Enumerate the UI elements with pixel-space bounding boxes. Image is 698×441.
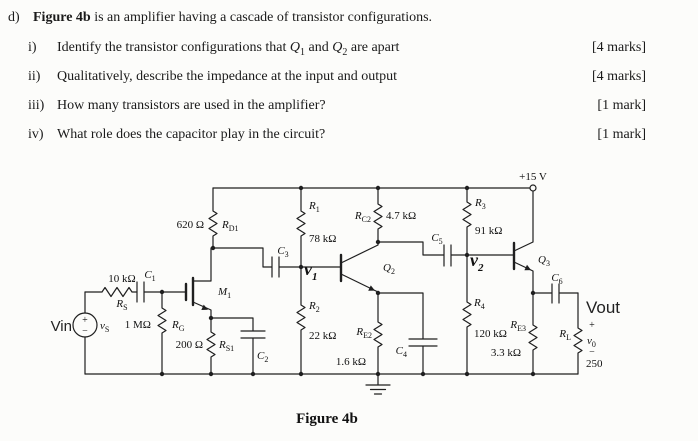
q2-name-label: Q2 xyxy=(383,262,395,276)
question-intro: d) Figure 4b is an amplifier having a ca… xyxy=(8,10,648,26)
v1-node-label: v1 xyxy=(304,259,318,283)
resistor-rs: 10 kΩ RS xyxy=(84,273,138,312)
re2-value-label: 1.6 kΩ xyxy=(336,356,366,368)
resistor-rd1: 620 Ω RD1 xyxy=(177,187,239,249)
resistor-r3: R3 91 kΩ xyxy=(462,187,502,256)
resistor-rl: RL xyxy=(558,292,583,375)
rs-value-label: 10 kΩ xyxy=(108,273,135,285)
v2-node-label: v2 xyxy=(470,250,484,274)
item-number: iv) xyxy=(28,127,44,142)
transistor-q2: Q2 xyxy=(300,241,395,294)
rs1-value-label: 200 Ω xyxy=(176,339,203,351)
resistor-r4: R4 120 kΩ xyxy=(462,254,507,375)
c5-name-label: C5 xyxy=(431,232,442,246)
re3-name-label: RE3 xyxy=(509,319,526,333)
rg-name-label: RG xyxy=(171,319,185,333)
rg-value-label: 1 MΩ xyxy=(125,319,151,331)
item-number: i) xyxy=(28,40,37,55)
item-marks: [1 mark] xyxy=(597,98,646,113)
item-marks: [4 marks] xyxy=(591,40,646,55)
capacitor-c4: C4 xyxy=(377,292,438,375)
source-minus-sign: − xyxy=(82,326,88,337)
vs-label: vS xyxy=(100,320,109,334)
supply-label: +15 V xyxy=(519,171,547,183)
vout-annotation: Vout + v0 − 250 xyxy=(586,298,620,370)
r3-value-label: 91 kΩ xyxy=(475,225,502,237)
question-item-iv: iv) What role does the capacitor play in… xyxy=(28,127,646,143)
part-label: d) xyxy=(8,10,20,25)
item-marks: [4 marks] xyxy=(591,69,646,84)
vout-plus-sign: + xyxy=(589,320,595,331)
resistor-rc2: RC2 4.7 kΩ xyxy=(354,187,416,243)
capacitor-c2: C2 xyxy=(210,317,268,375)
vin-source: + − Vin vS xyxy=(51,291,109,375)
rc2-value-label: 4.7 kΩ xyxy=(386,210,416,222)
item-text: Qualitatively, describe the impedance at… xyxy=(57,69,398,84)
resistor-r2: R2 22 kΩ xyxy=(296,266,336,375)
vin-label: Vin xyxy=(51,318,72,335)
rd1-name-label: RD1 xyxy=(221,219,239,233)
rc2-name-label: RC2 xyxy=(354,210,371,224)
r2-name-label: R2 xyxy=(308,300,320,314)
item-text: How many transistors are used in the amp… xyxy=(57,98,326,113)
supply-terminal: +15 V xyxy=(519,171,547,192)
source-plus-sign: + xyxy=(82,315,88,326)
vout-minus-sign: − xyxy=(589,347,595,358)
rd1-value-label: 620 Ω xyxy=(177,219,204,231)
capacitor-c3: C3 xyxy=(212,245,302,278)
c4-name-label: C4 xyxy=(396,345,407,359)
item-text: Identify the transistor configurations t… xyxy=(57,40,400,58)
vout-label: Vout xyxy=(586,298,620,317)
q3-emitter-arrow xyxy=(524,264,532,271)
resistor-r1: R1 78 kΩ xyxy=(296,187,336,268)
capacitor-c6: C6 xyxy=(532,272,579,304)
resistor-rs1: 200 Ω RS1 xyxy=(176,317,234,375)
rl-name-label: RL xyxy=(558,328,571,342)
m1-name-label: M1 xyxy=(217,286,231,300)
transistor-q3: Q3 xyxy=(466,190,550,294)
rs1-name-label: RS1 xyxy=(218,339,234,353)
rl-value-label: 250 xyxy=(586,358,603,370)
r4-name-label: R4 xyxy=(473,297,485,311)
resistor-rg: 1 MΩ RG xyxy=(125,291,185,375)
c6-name-label: C6 xyxy=(551,272,562,286)
question-item-ii: ii) Qualitatively, describe the impedanc… xyxy=(28,69,646,85)
re3-value-label: 3.3 kΩ xyxy=(491,347,521,359)
item-text: What role does the capacitor play in the… xyxy=(57,127,326,142)
r4-value-label: 120 kΩ xyxy=(474,328,507,340)
r3-name-label: R3 xyxy=(474,197,486,211)
vo-label: v0 xyxy=(587,335,596,349)
c3-name-label: C3 xyxy=(277,245,288,259)
r2-value-label: 22 kΩ xyxy=(309,330,336,342)
q3-name-label: Q3 xyxy=(538,254,550,268)
question-item-iii: iii) How many transistors are used in th… xyxy=(28,98,646,114)
resistor-re3: RE3 3.3 kΩ xyxy=(491,292,538,375)
re2-name-label: RE2 xyxy=(355,326,372,340)
ground-icon xyxy=(365,373,391,395)
capacitor-c1: C1 xyxy=(136,269,187,303)
item-marks: [1 mark] xyxy=(597,127,646,142)
question-item-i: i) Identify the transistor configuration… xyxy=(28,40,646,58)
c2-name-label: C2 xyxy=(257,350,268,364)
transistor-m1: M1 xyxy=(184,247,231,319)
figure-caption: Figure 4b xyxy=(296,411,358,427)
resistor-re2: RE2 1.6 kΩ xyxy=(336,292,383,375)
m1-source-arrow xyxy=(201,304,208,310)
q2-emitter-arrow xyxy=(368,285,375,291)
c1-name-label: C1 xyxy=(144,269,155,283)
r1-name-label: R1 xyxy=(308,200,320,214)
item-number: iii) xyxy=(28,98,45,113)
item-number: ii) xyxy=(28,69,41,84)
rs-name-label: RS xyxy=(115,298,127,312)
junction-dots xyxy=(159,185,536,377)
intro-text: Figure 4b is an amplifier having a casca… xyxy=(33,10,433,25)
r1-value-label: 78 kΩ xyxy=(309,233,336,245)
capacitor-c5: C5 xyxy=(377,232,468,267)
